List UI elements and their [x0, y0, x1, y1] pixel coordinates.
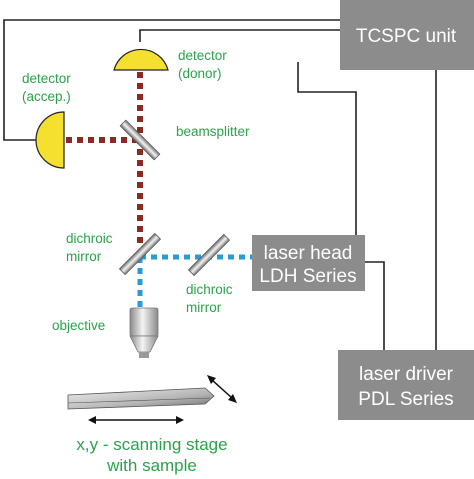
donor-detector-icon — [113, 48, 169, 71]
laser-head-label-line2: LDH Series — [259, 266, 356, 287]
dichroic-left-label-line1: dichroic — [66, 231, 113, 246]
connection-wires — [3, 19, 437, 350]
laser-driver-box: laser driver PDL Series — [338, 350, 474, 420]
stage-motion-arrows — [88, 375, 237, 424]
dichroic-right-label-line2: mirror — [186, 300, 222, 315]
excitation-beam — [137, 254, 252, 308]
detector-accep-label-line1: detector — [22, 71, 71, 86]
dichroic-mirror-right-icon — [187, 233, 231, 277]
scanning-stage-icon — [67, 387, 215, 410]
laser-head-box: laser head LDH Series — [252, 235, 365, 291]
wire-tcspc-to-donor-detector — [139, 29, 340, 42]
component-labels: detector (donor) detector (accep.) beams… — [22, 48, 250, 475]
stage-label-line2: with sample — [106, 456, 197, 475]
laser-driver-label-line1: laser driver — [359, 364, 454, 385]
tcspc-label: TCSPC unit — [356, 26, 457, 47]
detector-donor-label-line2: (donor) — [178, 66, 222, 81]
dichroic-left-label-line2: mirror — [66, 249, 102, 264]
wire-tcspc-to-accep-detector — [3, 19, 340, 141]
emission-beam — [66, 72, 143, 245]
tcspc-unit-box: TCSPC unit — [340, 0, 474, 70]
dichroic-right-label-line1: dichroic — [186, 282, 233, 297]
wire-laser-head-to-driver-a — [358, 261, 385, 350]
laser-head-label-line1: laser head — [264, 243, 353, 264]
beamsplitter-label: beamsplitter — [176, 124, 250, 139]
dichroic-mirror-left-icon — [118, 232, 162, 276]
objective-label: objective — [52, 318, 105, 333]
beamsplitter-icon — [119, 119, 161, 161]
detector-accep-label-line2: (accep.) — [22, 89, 71, 104]
detector-donor-label-line1: detector — [178, 48, 227, 63]
stage-label-line1: x,y - scanning stage — [76, 435, 227, 454]
acceptor-detector-icon — [35, 111, 65, 169]
laser-driver-label-line2: PDL Series — [358, 389, 453, 410]
objective-icon — [129, 307, 159, 358]
wire-laser-head-to-driver-b — [297, 62, 358, 243]
